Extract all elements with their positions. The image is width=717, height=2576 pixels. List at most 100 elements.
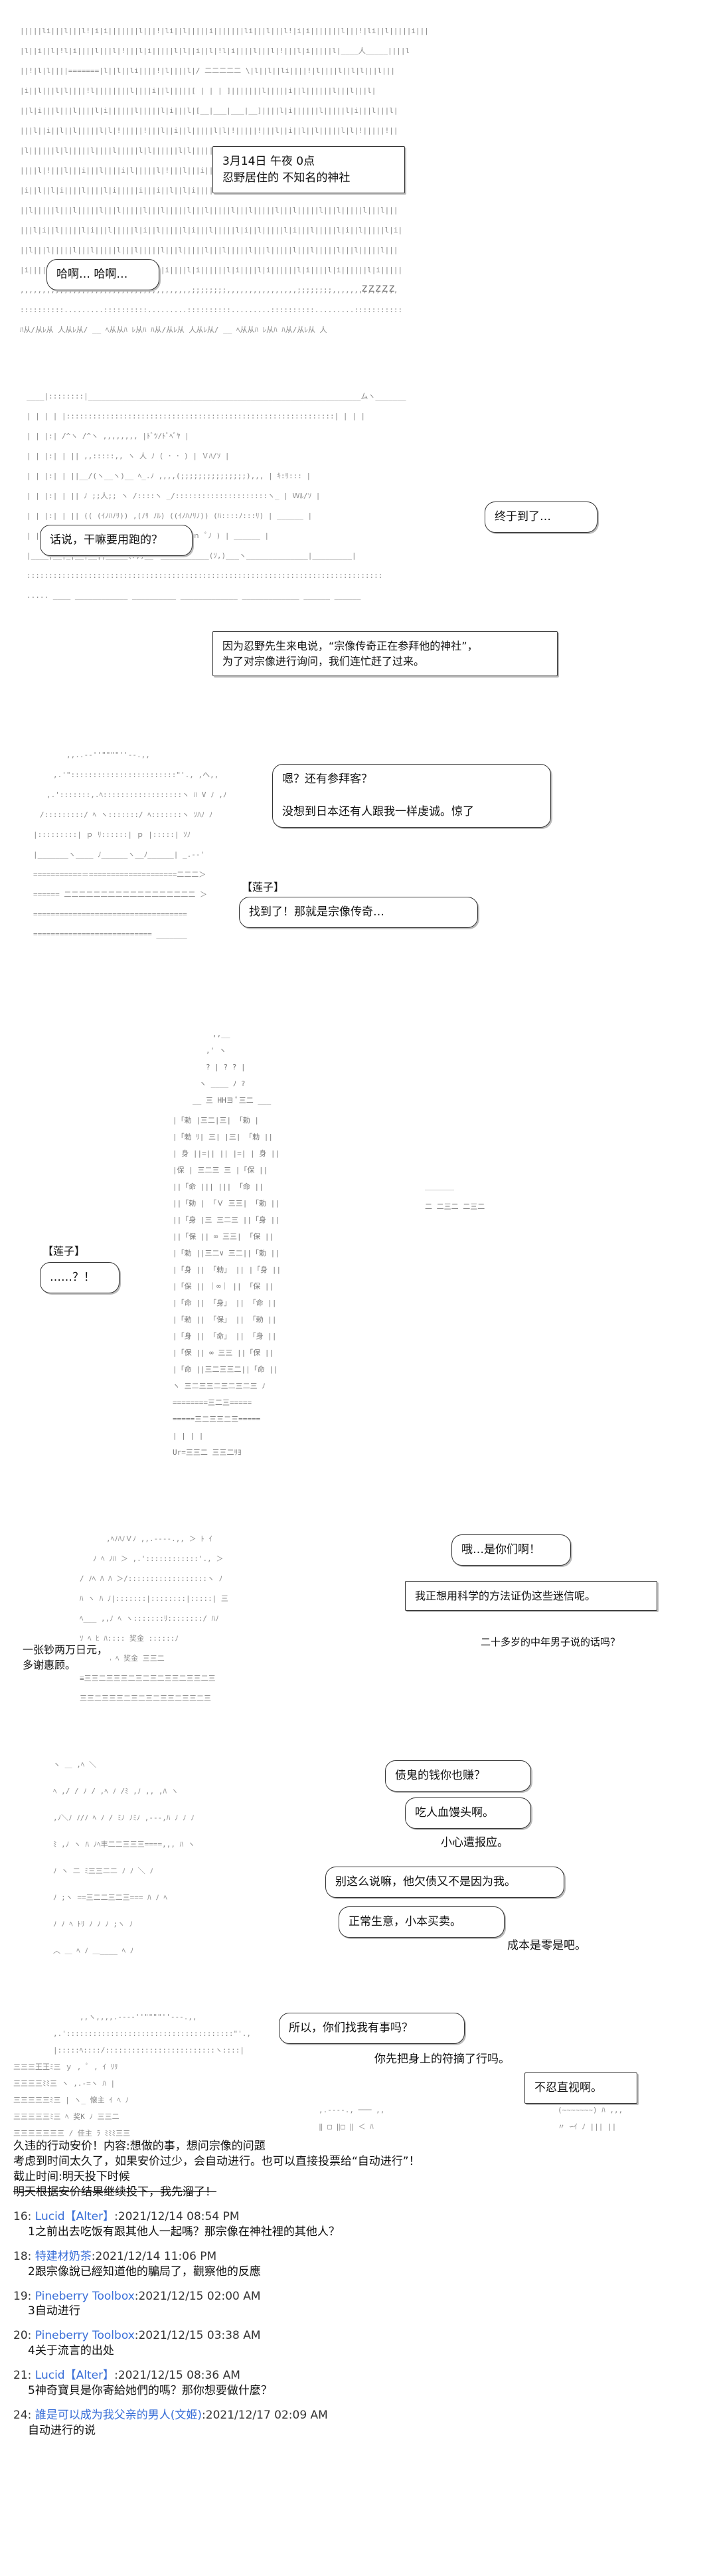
post-item: 16: Lucid【Alter】:2021/12/14 08:54 PM 1之前…	[13, 2209, 704, 2240]
svg-text:| 身 ||=|| || |=| | 身 ||: | 身 ||=|| || |=| | 身 ||	[173, 1149, 279, 1158]
svg-text:,,__: ,,__	[212, 1030, 230, 1038]
svg-text:|「命 ||三二三三二||「命 ||: |「命 ||三二三三二||「命 ||	[173, 1364, 278, 1374]
ascii-art-transaction: ,ﾍﾉﾊﾉＶﾉ ,,.-‐‐-.,, ＞ ﾄ ｲ ﾉ ﾍ ﾉﾊ ＞ ,.':::…	[80, 1534, 228, 1702]
svg-text:(~~~~~~~) ﾊ ,,,: (~~~~~~~) ﾊ ,,,	[558, 2106, 623, 2114]
author-notes: 久违的行动安价！内容:想做的事，想问宗像的问题 考虑到时间太久了，如果安价过少，…	[13, 2139, 704, 2200]
svg-text:||l|i|||l|||l||||l|i||||||l|||: ||l|i|||l|||l||||l|i||||||l|||||l|i|||l|…	[20, 106, 398, 115]
svg-text:|「身 || 「勅」 || |「身 ||: |「身 || 「勅」 || |「身 ||	[173, 1265, 281, 1274]
svg-text:::::::::::.........::::::::::.: ::::::::::.........::::::::::.........::…	[20, 306, 402, 314]
svg-text:二 二三二 二三二: 二 二三二 二三二	[425, 1202, 485, 1211]
panel-shrine-night: |||||li|||l|||l!|i|i|||||||l|||!|li||l||…	[13, 13, 704, 359]
post-number: 16	[13, 2209, 28, 2223]
post-username-link[interactable]: 誰是可以成为我父亲的男人(文姬)	[35, 2409, 202, 2423]
note-line: 截止时间:明天投下时候	[13, 2169, 130, 2183]
note-line: 明天根据安价结果继续投下，我先溜了！	[13, 2185, 216, 2199]
post-item: 18: 特建材奶茶:2021/12/14 11:06 PM 2跟宗像說已經知道他…	[13, 2249, 704, 2280]
speech-bubble-another-visitor: 嗯？还有参拜客？ 没想到日本还有人跟我一样虔诚。惊了	[272, 764, 551, 828]
svg-text:| | |:| | || (( (ｲﾉﾊﾉﾘ)): | | |:| | || (( (ｲﾉﾊﾉﾘ)) ,(ﾉﾘ ﾉﾙ) ((ｲﾉﾊﾉ…	[27, 511, 312, 520]
svg-text:,.'"::::::::::::::::::::::::"': ,.'"::::::::::::::::::::::::"'., ,へ,,	[53, 771, 218, 779]
post-number: 18	[13, 2249, 28, 2263]
svg-text:||「命 ||| ||| 「命 ||: ||「命 ||| ||| 「命 ||	[173, 1182, 264, 1191]
post-timestamp: :2021/12/17 02:09 AM	[202, 2409, 328, 2423]
svg-text:|i||l|||l|l||||!l||||||||l||||: |i||l|||l|l||||!l||||||||l||||i||l|||||[…	[20, 86, 376, 95]
svg-text:|「勅 ||三二∨ 三二||「勅 ||: |「勅 ||三二∨ 三二||「勅 ||	[173, 1249, 279, 1257]
svg-text:ヽ ＿ ,ﾍ: ヽ ＿ ,ﾍ ＼	[53, 1760, 96, 1769]
svg-text:||「保 || ∞ 三三| 「保 ||: ||「保 || ∞ 三三| 「保 ||	[173, 1232, 274, 1241]
speech-bubble-what-do-you-want: 所以，你们找我有事吗？	[279, 2013, 465, 2044]
svg-text:| | | | |:::::::::::::::: | | | | |:::::::::::::::::::::::::::::::…	[27, 412, 365, 420]
speech-bubble-science: 我正想用科学的方法证伪这些迷信呢。	[405, 1581, 657, 1611]
post-body: 3自动进行	[28, 2304, 80, 2318]
svg-text:|_______ヽ____ ﾉ______ヽ__ﾉ_____: |_______ヽ____ ﾉ______ヽ__ﾉ______| _.-‐'	[33, 850, 204, 859]
svg-text:三三三三三三三 / 佳主 ﾗ ﾐﾐﾐ三三: 三三三三三三三 / 佳主 ﾗ ﾐﾐﾐ三三	[13, 2128, 130, 2138]
speech-bubble-not-my-fault: 别这么说嘛，他欠债又不是因为我。	[325, 1867, 564, 1898]
post-username-link[interactable]: Lucid【Alter】	[35, 2369, 115, 2383]
svg-text:||「身 |三 三二三 ||「身 ||: ||「身 |三 三二三 ||「身 ||	[173, 1215, 279, 1224]
post-username-link[interactable]: Pineberry Toolbox	[35, 2289, 135, 2303]
speech-bubble-cant-look: 不忍直视啊。	[524, 2072, 637, 2104]
svg-text:ﾊ从/从ﾚ从 人从ﾚ从/ __ ﾍ从从ﾊ ﾚ从ﾊ ﾊ从/: ﾊ从/从ﾚ从 人从ﾚ从/ __ ﾍ从从ﾊ ﾚ从ﾊ ﾊ从/从ﾚ从 人从ﾚ从/ __…	[20, 325, 327, 334]
svg-text:=====三二三三二三=====: =====三二三三二三=====	[173, 1415, 261, 1424]
svg-text:,.':::::::,.ﾍ:::::::::::::::::: ,.':::::::,.ﾍ::::::::::::::::::ヽ ﾊ V ﾉ ,…	[46, 790, 226, 799]
caption-middle-aged: 二十多岁的中年男子说的话吗？	[478, 1634, 623, 1651]
post-username-link[interactable]: Lucid【Alter】	[35, 2209, 115, 2223]
post-username-link[interactable]: 特建材奶茶	[35, 2249, 92, 2263]
post-body: 自动进行的说	[28, 2424, 96, 2438]
svg-text:/:::::::::/ ﾍ ヽ:::::::/ ﾍ:::::: /:::::::::/ ﾍ ヽ:::::::/ ﾍ:::::::ヽ ｿﾊﾉ ﾉ	[40, 810, 212, 819]
svg-text:,ﾍﾉﾊﾉＶﾉ ,,.-‐‐-.,, ＞ ﾄ: ,ﾍﾉﾊﾉＶﾉ ,,.-‐‐-.,, ＞ ﾄ ｲ	[106, 1534, 212, 1543]
speech-bubble-panting: 哈啊… 哈啊…	[46, 259, 159, 290]
post-body: 1之前出去吃饭有跟其他人一起嗎？那宗像在神社裡的其他人？	[28, 2225, 340, 2239]
svg-text:| | |:| | || ﾉ ;;人;; ヽ: | | |:| | || ﾉ ;;人;; ヽ /::::ヽ _/::::::::…	[27, 492, 320, 500]
svg-text:ﾐ ,ﾉ ヽ ﾊ ﾉﾍ丰二二三三三====,,, ﾊ ヽ: ﾐ ,ﾉ ヽ ﾊ ﾉﾍ丰二二三三三====,,, ﾊ ヽ	[53, 1840, 195, 1849]
svg-text:| | |:| | || ,,:::::,,: | | |:| | || ,,:::::,, ヽ 人 ﾉ ( ･ ･ ) | Ｖ…	[27, 452, 230, 460]
svg-text:|「勅 || 「保」 || 「勅 ||: |「勅 || 「保」 || 「勅 ||	[173, 1315, 276, 1324]
post-body: 5神奇寶貝是你寄給她們的嗎？那你想要做什麼？	[28, 2384, 272, 2398]
ascii-art-visitor-praying: ,,..-‐''""""''‐-.,, ,.'"::::::::::::::::…	[33, 751, 226, 939]
svg-text:==============================: ===================================	[33, 910, 187, 919]
svg-text:|:::::ﾍ::::/::::::::::::::::::: |:::::ﾍ::::/:::::::::::::::::::::::::ヽ::…	[53, 2046, 244, 2055]
svg-text:,.-‐‐-., ─── ,,: ,.-‐‐-., ─── ,,	[319, 2106, 384, 2114]
svg-text:,' ヽ: ,' ヽ	[206, 1046, 226, 1055]
panel-debt-talk: ヽ ＿ ,ﾍ ＼ ﾍ ,/ / ﾉ / ,ﾍ ﾉ /ﾐ ,ﾉ ,, ,ﾊ ヽ ,…	[13, 1754, 704, 1993]
svg-text:〃 ∽ｲ ﾉ ||| ||: 〃 ∽ｲ ﾉ ||| ||	[558, 2122, 616, 2131]
speech-bubble-shocked: ……？！	[40, 1262, 120, 1293]
post-number: 21	[13, 2369, 28, 2383]
location-caption: 3月14日 午夜 0点 忍野居住的 不知名的神社	[212, 146, 405, 194]
post-username-link[interactable]: Pineberry Toolbox	[35, 2329, 135, 2343]
svg-text:ﾉ ヽ 二 ﾐ三三二二 ﾉ ﾉ ＼ ﾉ: ﾉ ヽ 二 ﾐ三三二二 ﾉ ﾉ ＼ ﾉ	[53, 1867, 153, 1875]
svg-text:ﾍ___ ,,ﾉ ﾍ ヽ:::::::ﾘ::::::::/: ﾍ___ ,,ﾉ ﾍ ヽ:::::::ﾘ::::::::/ ﾊﾉ	[80, 1614, 219, 1623]
svg-text:‖ □ ‖□ ‖ ＜ ﾊ: ‖ □ ‖□ ‖ ＜ ﾊ	[319, 2122, 374, 2131]
panel-whats-up: ,,ヽ,,,,.-‐‐‐''""""''‐‐-.,, ,.'::::::::::…	[13, 2006, 704, 2139]
svg-text:| | |:| | ||__/(ヽ__ヽ)__: | | |:| | ||__/(ヽ__ヽ)__ ﾍ_.ﾉ ,,,,(;;;;;;…	[27, 472, 311, 480]
narration-caption: 因为忍野先生来电说，“宗像传奇正在参拜他的神社”， 为了对宗像进行询问，我们连忙…	[212, 631, 558, 677]
note-line: 考虑到时间太久了，如果安价过少，会自动进行。也可以直接投票给“自动进行”！	[13, 2154, 420, 2168]
svg-text:|「保 || ∞ 三三 ||「保 ||: |「保 || ∞ 三三 ||「保 ||	[173, 1348, 274, 1357]
svg-text:..... ____ ____________ ___: ..... ____ ____________ __________ _____…	[27, 591, 361, 600]
post-item: 20: Pineberry Toolbox:2021/12/15 03:38 A…	[13, 2328, 704, 2359]
svg-text:||!|l|l||||=======|l||l||li|||: ||!|l|l||||=======|l||l||li||||!|l||||l|…	[20, 66, 395, 75]
panel-talisman-man: ,,__ ,' ヽ ? | ? ? | ヽ ____ ﾉ ? __ 三 HHヨ …	[13, 1023, 704, 1501]
svg-text:|「身 || 「命」 || 「身 ||: |「身 || 「命」 || 「身 ||	[173, 1331, 276, 1340]
svg-text:| | | |: | | | |	[173, 1431, 203, 1440]
post-body: 2跟宗像說已經知道他的騙局了，觀察他的反應	[28, 2264, 261, 2278]
panel-money: ,ﾍﾉﾊﾉＶﾉ ,,.-‐‐-.,, ＞ ﾄ ｲ ﾉ ﾍ ﾉﾊ ＞ ,.':::…	[13, 1515, 704, 1740]
post-item: 24: 誰是可以成为我父亲的男人(文姬):2021/12/17 02:09 AM…	[13, 2408, 704, 2438]
svg-text:|「勅 |三二|三| 「勅 |: |「勅 |三二|三| 「勅 |	[173, 1116, 259, 1125]
svg-text:︿ ＿ ﾍ ﾉ ＿____ ﾍ ﾉ: ︿ ＿ ﾍ ﾉ ＿____ ﾍ ﾉ	[53, 1946, 133, 1955]
svg-text:|「勅 ﾘ| 三| |三| 「勅 ||: |「勅 ﾘ| 三| |三| 「勅 ||	[173, 1133, 273, 1141]
speech-bubble-finally-here: 终于到了…	[485, 502, 598, 533]
svg-text:||「勅 | 「Ｖ 三三| 「勅 ||: ||「勅 | 「Ｖ 三三| 「勅 ||	[173, 1199, 279, 1208]
thread-section: 久违的行动安价！内容:想做的事，想问宗像的问题 考虑到时间太久了，如果安价过少，…	[13, 2139, 704, 2438]
caption-take-off-talismans: 你先把身上的符摘了行吗。	[372, 2050, 513, 2069]
speech-bubble-small-business: 正常生意，小本买卖。	[339, 1906, 505, 1938]
svg-text:____|::::::::|________________: ____|::::::::|__________________________…	[27, 392, 406, 401]
note-line: 久违的行动安价！内容:想做的事，想问宗像的问题	[13, 2140, 266, 2153]
panel-shrine-visitor: ,,..-‐''""""''‐-.,, ,.'"::::::::::::::::…	[13, 731, 704, 1010]
post-number: 19	[13, 2289, 28, 2303]
post-timestamp: :2021/12/14 08:54 PM	[114, 2209, 240, 2223]
post-timestamp: :2021/12/15 08:36 AM	[114, 2369, 240, 2383]
svg-text:,,ヽ,,,,.-‐‐‐''""""''‐‐-.,,: ,,ヽ,,,,.-‐‐‐''""""''‐‐-.,,	[80, 2013, 197, 2021]
speech-bubble-debtors-money: 债鬼的钱你也赚？	[385, 1760, 531, 1792]
post-item: 19: Pineberry Toolbox:2021/12/15 02:00 A…	[13, 2289, 704, 2320]
svg-text:ﾍ ,/ / ﾉ / ,ﾍ ﾉ /ﾐ ,ﾉ ,, ,: ﾍ ,/ / ﾉ / ,ﾍ ﾉ /ﾐ ,ﾉ ,, ,ﾊ ヽ	[53, 1787, 179, 1795]
